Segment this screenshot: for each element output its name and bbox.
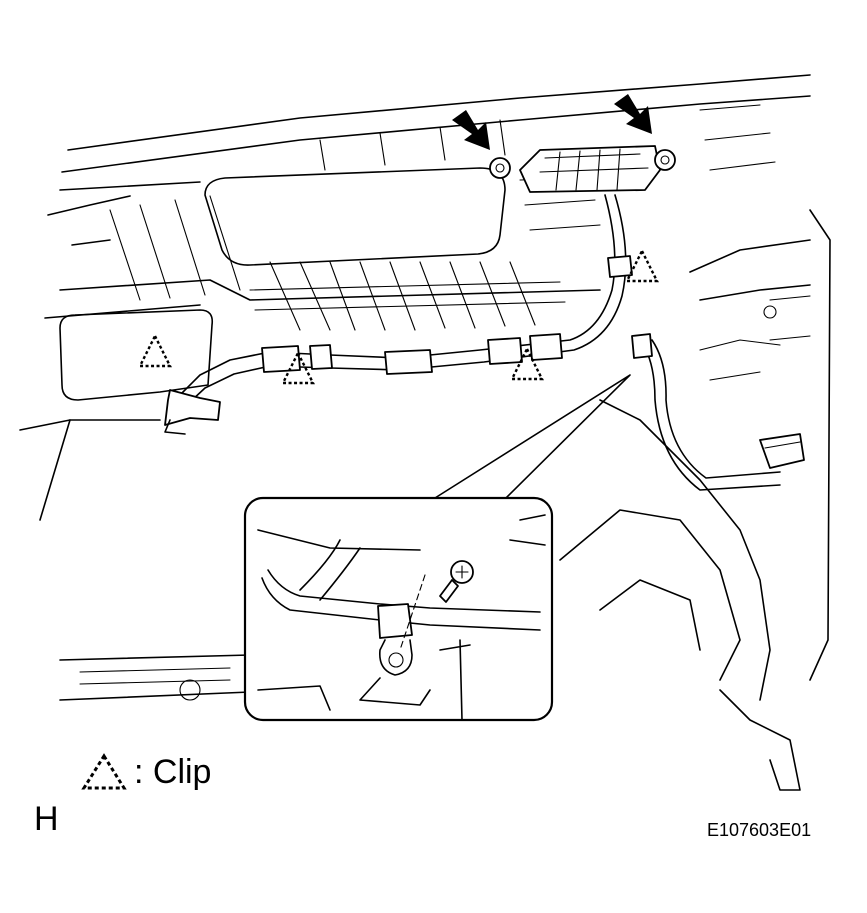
- wire-harness: [164, 194, 805, 491]
- detail-view: [243, 496, 554, 722]
- sheet-letter: H: [34, 800, 59, 838]
- black-arrow-icon: [614, 94, 652, 134]
- clip-marker-3: [510, 346, 544, 381]
- display-opening: [204, 167, 506, 266]
- clip-marker-4: [625, 248, 659, 283]
- screw-icon: [439, 560, 474, 603]
- reference-code: E107603E01: [707, 820, 812, 840]
- clip-legend: : Clip: [80, 752, 211, 792]
- center-console: [559, 209, 831, 791]
- dashboard-ribs: [109, 104, 811, 341]
- dashed-triangle-clip-icon: [81, 753, 127, 790]
- clip-marker-1: [138, 333, 172, 368]
- lower-trim-panel: [59, 654, 251, 701]
- detail-pointer: [434, 374, 631, 499]
- clip-legend-label: : Clip: [134, 752, 212, 791]
- clip-marker-2: [281, 350, 315, 385]
- black-arrow-icon: [452, 110, 490, 150]
- connector-module: [489, 145, 676, 193]
- left-vent-opening: [59, 309, 214, 401]
- clip-markers: [138, 248, 659, 385]
- dashboard-outline: [19, 74, 811, 521]
